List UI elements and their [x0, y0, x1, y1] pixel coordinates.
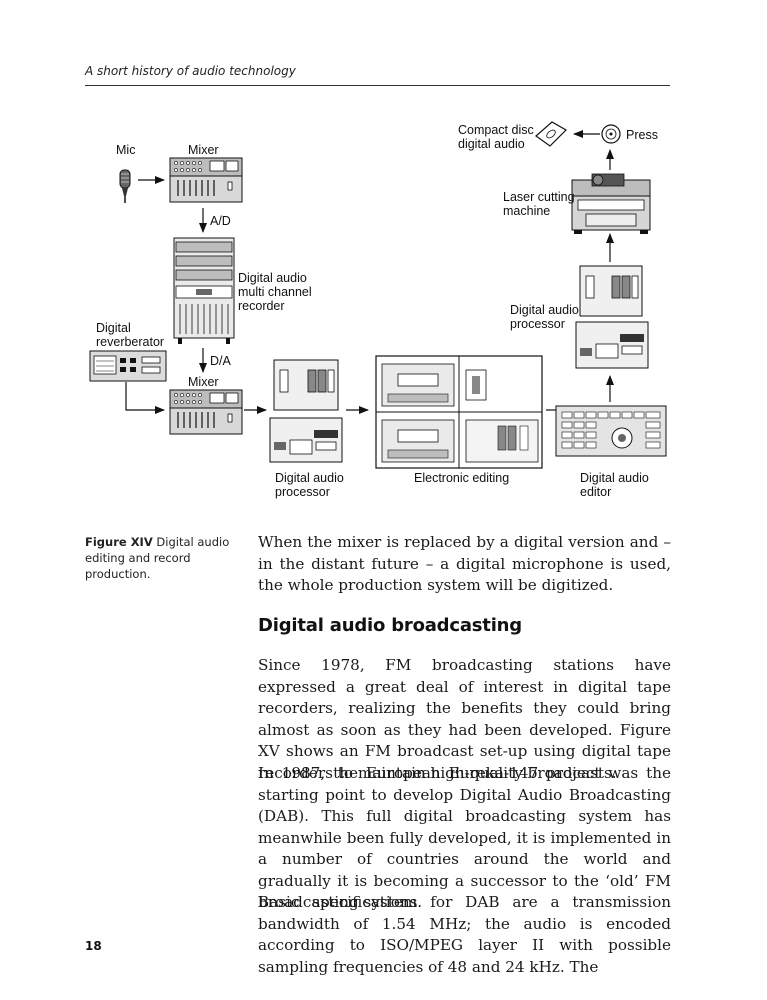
press-disc-icon: [601, 124, 621, 144]
paragraph-2: Since 1978, FM broadcasting stations hav…: [258, 656, 671, 782]
figure-caption: Figure XIV Digital audio editing and rec…: [85, 534, 235, 582]
label-mixer-bottom: Mixer: [188, 375, 219, 389]
multichannel-recorder-icon: [173, 237, 235, 344]
label-recorder-2: multi channel: [238, 285, 312, 299]
mixer-bottom-icon: [169, 389, 243, 435]
mixer-top-icon: [169, 157, 243, 203]
label-proc-left-2: processor: [275, 485, 330, 499]
reverberator-icon: [89, 350, 167, 382]
label-reverb-2: reverberator: [96, 335, 164, 349]
label-da: D/A: [210, 354, 232, 368]
running-head: A short history of audio technology: [85, 64, 296, 78]
label-laser-1: Laser cutting: [503, 190, 575, 204]
laser-cutting-machine-icon: [571, 173, 651, 234]
paragraph-4: Basic specifications for DAB are a trans…: [258, 893, 671, 976]
arrow-reverb-mixer: [125, 382, 165, 414]
label-cd-2: digital audio: [458, 137, 525, 151]
label-ad: A/D: [210, 214, 231, 228]
figure-caption-text: Digital audio editing and record product…: [85, 535, 230, 581]
label-laser-2: machine: [503, 204, 550, 218]
header-rule: [85, 85, 670, 86]
label-mic: Mic: [116, 143, 135, 157]
audio-editor-icon: [555, 405, 667, 457]
microphone-icon: [119, 169, 131, 203]
processor-right-icon: [575, 265, 649, 369]
section-heading: Digital audio broadcasting: [258, 615, 522, 636]
label-recorder-1: Digital audio: [238, 271, 307, 285]
label-press: Press: [626, 128, 658, 142]
electronic-editing-icon: [375, 355, 543, 469]
processor-left-icon: [269, 359, 343, 463]
label-cd-1: Compact disc: [458, 123, 534, 137]
figure-production-diagram: Mic Mixer A/D: [78, 108, 678, 508]
page-number: 18: [85, 939, 102, 953]
label-reverb-1: Digital: [96, 321, 131, 335]
production-diagram: Mic Mixer A/D: [89, 121, 667, 499]
label-proc-left-1: Digital audio: [275, 471, 344, 485]
label-recorder-3: recorder: [238, 299, 285, 313]
label-editor-2: editor: [580, 485, 611, 499]
paragraph-1: When the mixer is replaced by a digital …: [258, 533, 671, 594]
paragraph-3: In 1987, the European Eureka-147 project…: [258, 764, 671, 911]
compact-disc-icon: [535, 121, 567, 147]
figure-caption-label: Figure XIV: [85, 535, 153, 549]
label-mixer-top: Mixer: [188, 143, 219, 157]
label-editing: Electronic editing: [414, 471, 509, 485]
label-editor-1: Digital audio: [580, 471, 649, 485]
label-proc-right-2: processor: [510, 317, 565, 331]
label-proc-right-1: Digital audio: [510, 303, 579, 317]
